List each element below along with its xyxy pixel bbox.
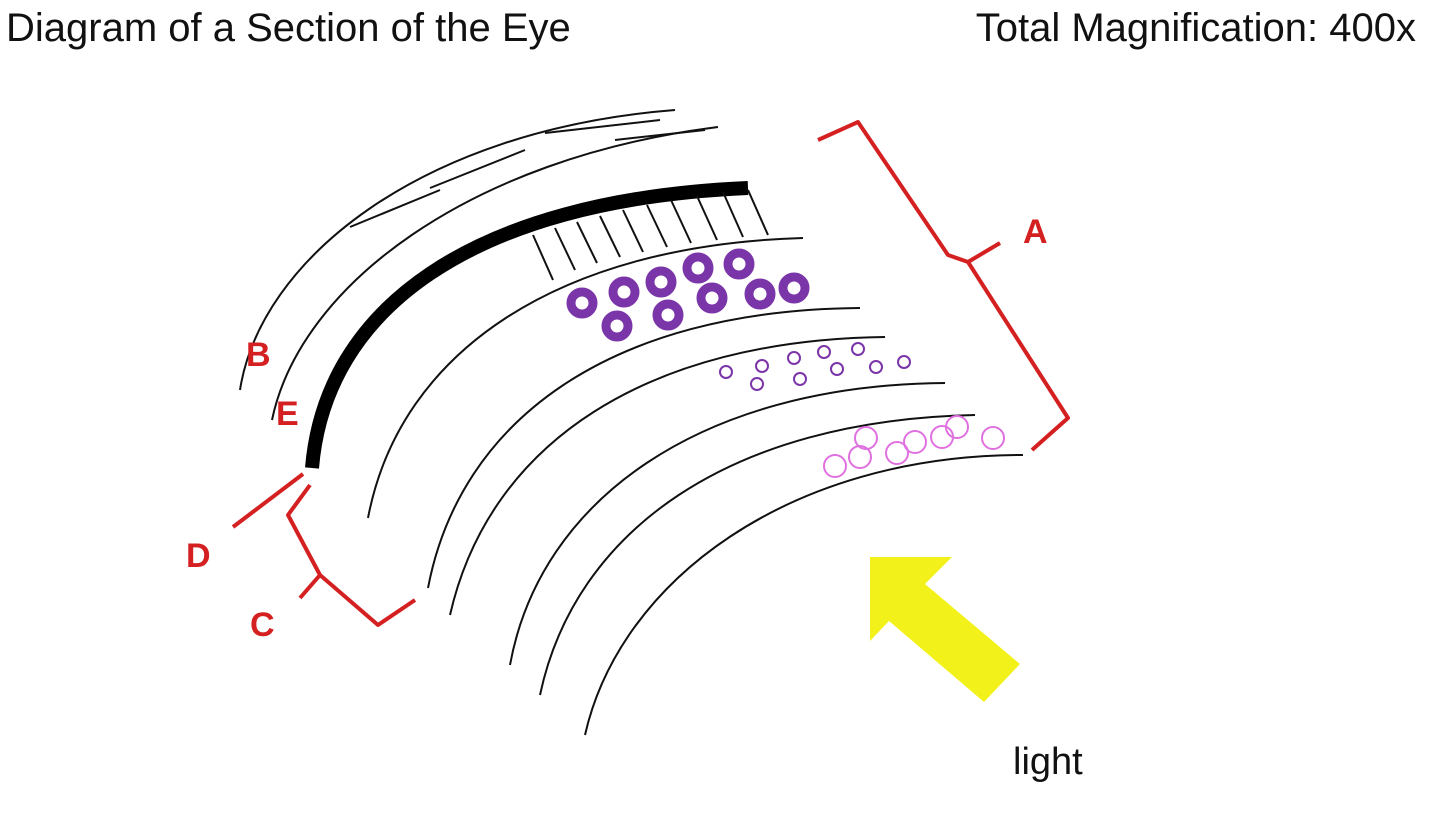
label-c: C xyxy=(250,606,275,644)
photoreceptor-lines xyxy=(532,189,769,281)
pigment-layer xyxy=(305,181,749,469)
label-e: E xyxy=(276,395,299,433)
bracket-a xyxy=(817,120,1070,452)
dark-nuclei xyxy=(566,248,810,342)
outer-layer-lines xyxy=(239,109,719,421)
light-arrow xyxy=(870,557,1020,702)
pointer-d xyxy=(231,472,305,529)
label-d: D xyxy=(186,537,211,575)
label-a: A xyxy=(1023,213,1048,251)
retina-layer-lines xyxy=(367,237,1024,736)
light-label: light xyxy=(1013,741,1083,783)
magnification-label: Total Magnification: 400x xyxy=(975,6,1416,50)
label-b: B xyxy=(246,336,271,374)
ganglion-cells xyxy=(823,415,1005,478)
diagram-title: Diagram of a Section of the Eye xyxy=(6,6,571,50)
small-nuclei xyxy=(719,342,911,391)
bracket-c xyxy=(286,483,417,627)
